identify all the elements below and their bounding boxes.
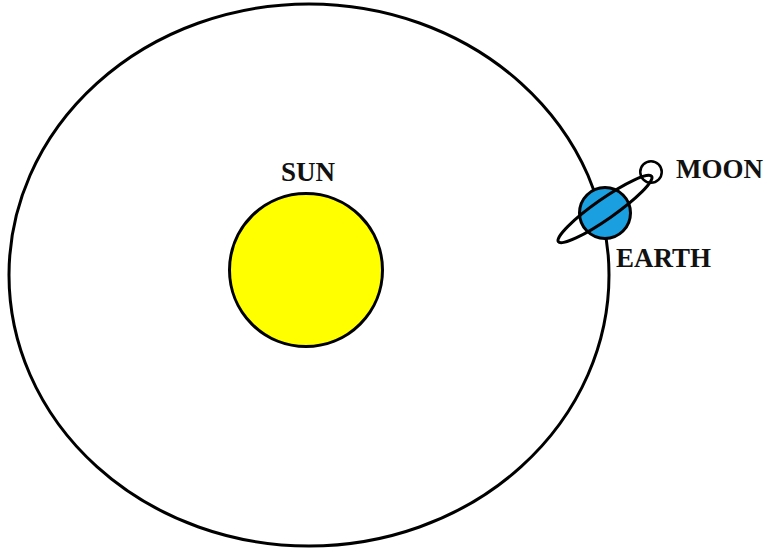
earth-orbit bbox=[9, 4, 609, 546]
earth-label: EARTH bbox=[616, 244, 711, 274]
sun-circle bbox=[230, 194, 383, 347]
earth-shape bbox=[578, 186, 632, 240]
moon-orbit bbox=[553, 168, 658, 250]
sun-node: SUN bbox=[228, 192, 384, 348]
sun-shape bbox=[228, 192, 384, 348]
moon-label: MOON bbox=[676, 155, 763, 185]
earth-node: EARTH bbox=[578, 186, 632, 240]
sun-label: SUN bbox=[281, 158, 335, 188]
